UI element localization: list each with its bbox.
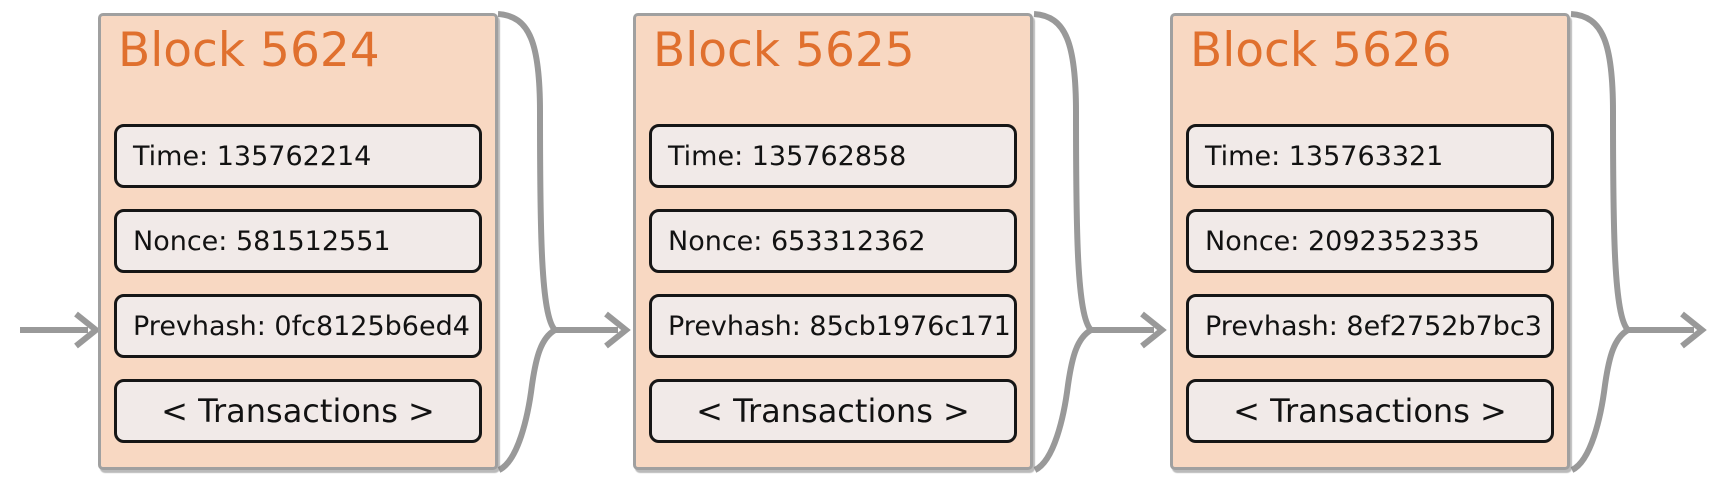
block-title: Block 5624 bbox=[118, 23, 380, 78]
time-text: Time: 135763321 bbox=[1205, 140, 1444, 172]
hash-funnel-arrow-icon-1 bbox=[497, 11, 631, 473]
hash-funnel-arrow-icon-3 bbox=[1570, 11, 1707, 473]
transactions-button[interactable]: < Transactions > bbox=[114, 379, 482, 443]
prevhash-text: Prevhash: 85cb1976c171 bbox=[668, 310, 1011, 342]
transactions-button[interactable]: < Transactions > bbox=[649, 379, 1017, 443]
transactions-label: < Transactions > bbox=[161, 392, 435, 430]
transactions-label: < Transactions > bbox=[1233, 392, 1507, 430]
prevhash-field: Prevhash: 8ef2752b7bc3 bbox=[1186, 294, 1554, 358]
block-title: Block 5626 bbox=[1190, 23, 1452, 78]
nonce-field: Nonce: 653312362 bbox=[649, 209, 1017, 273]
time-field: Time: 135763321 bbox=[1186, 124, 1554, 188]
block-card-5625: Block 5625 Time: 135762858 Nonce: 653312… bbox=[633, 13, 1033, 470]
time-text: Time: 135762214 bbox=[133, 140, 372, 172]
chain-input-arrow-icon bbox=[20, 311, 101, 349]
nonce-field: Nonce: 581512551 bbox=[114, 209, 482, 273]
nonce-field: Nonce: 2092352335 bbox=[1186, 209, 1554, 273]
block-card-5626: Block 5626 Time: 135763321 Nonce: 209235… bbox=[1170, 13, 1570, 470]
hash-funnel-arrow-icon-2 bbox=[1033, 11, 1167, 473]
transactions-button[interactable]: < Transactions > bbox=[1186, 379, 1554, 443]
block-title: Block 5625 bbox=[653, 23, 915, 78]
transactions-label: < Transactions > bbox=[696, 392, 970, 430]
time-field: Time: 135762858 bbox=[649, 124, 1017, 188]
nonce-text: Nonce: 581512551 bbox=[133, 225, 391, 257]
time-field: Time: 135762214 bbox=[114, 124, 482, 188]
nonce-text: Nonce: 653312362 bbox=[668, 225, 926, 257]
prevhash-field: Prevhash: 0fc8125b6ed4 bbox=[114, 294, 482, 358]
prevhash-field: Prevhash: 85cb1976c171 bbox=[649, 294, 1017, 358]
time-text: Time: 135762858 bbox=[668, 140, 907, 172]
nonce-text: Nonce: 2092352335 bbox=[1205, 225, 1480, 257]
block-card-5624: Block 5624 Time: 135762214 Nonce: 581512… bbox=[98, 13, 498, 470]
prevhash-text: Prevhash: 0fc8125b6ed4 bbox=[133, 310, 470, 342]
prevhash-text: Prevhash: 8ef2752b7bc3 bbox=[1205, 310, 1542, 342]
